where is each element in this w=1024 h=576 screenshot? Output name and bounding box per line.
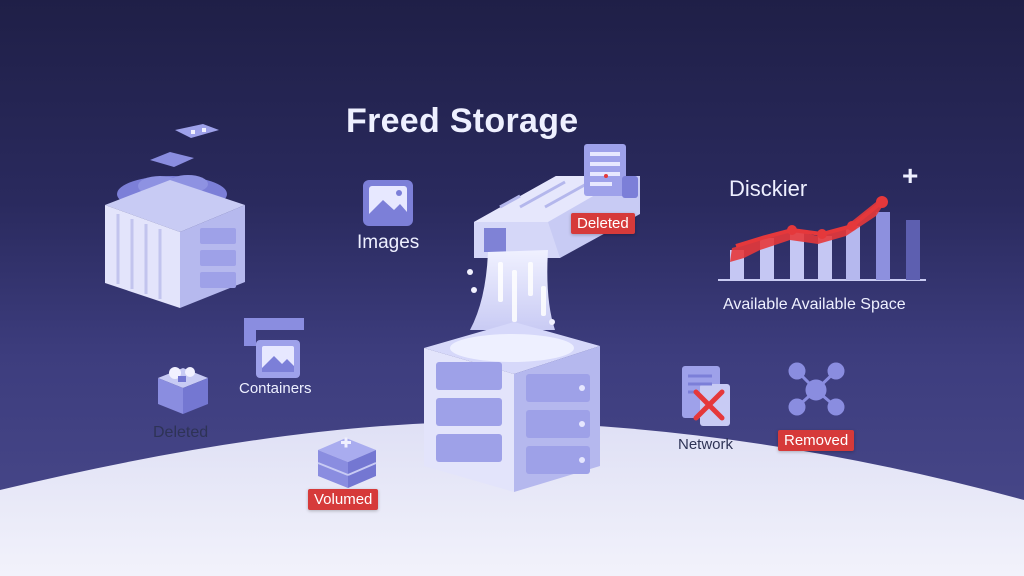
floor-hill	[0, 421, 1024, 576]
network-delete-icon	[682, 366, 730, 426]
image-icon	[363, 180, 413, 226]
plus-icon: +	[902, 160, 919, 191]
removed-tag: Removed	[778, 430, 855, 451]
central-storage-cabinet	[424, 176, 640, 492]
page-title: Freed Storage	[346, 102, 579, 140]
images-label: Images	[357, 232, 420, 253]
disk-chart-title: Disckier	[729, 176, 808, 201]
deleted-tag: Deleted	[571, 213, 635, 234]
container-icon	[244, 318, 304, 378]
deleted-box-icon	[158, 367, 208, 414]
storage-cabinet-icon	[105, 124, 245, 308]
document-icon	[584, 144, 638, 198]
volume-icon	[317, 437, 377, 488]
containers-label: Containers	[239, 380, 312, 397]
deleted-label: Deleted	[153, 424, 209, 441]
node-graph-icon	[788, 362, 845, 416]
volumed-tag: Volumed	[308, 489, 379, 510]
available-space-label: Available Available Space	[723, 296, 906, 313]
network-label: Network	[678, 436, 734, 453]
disk-usage-chart	[718, 196, 926, 281]
